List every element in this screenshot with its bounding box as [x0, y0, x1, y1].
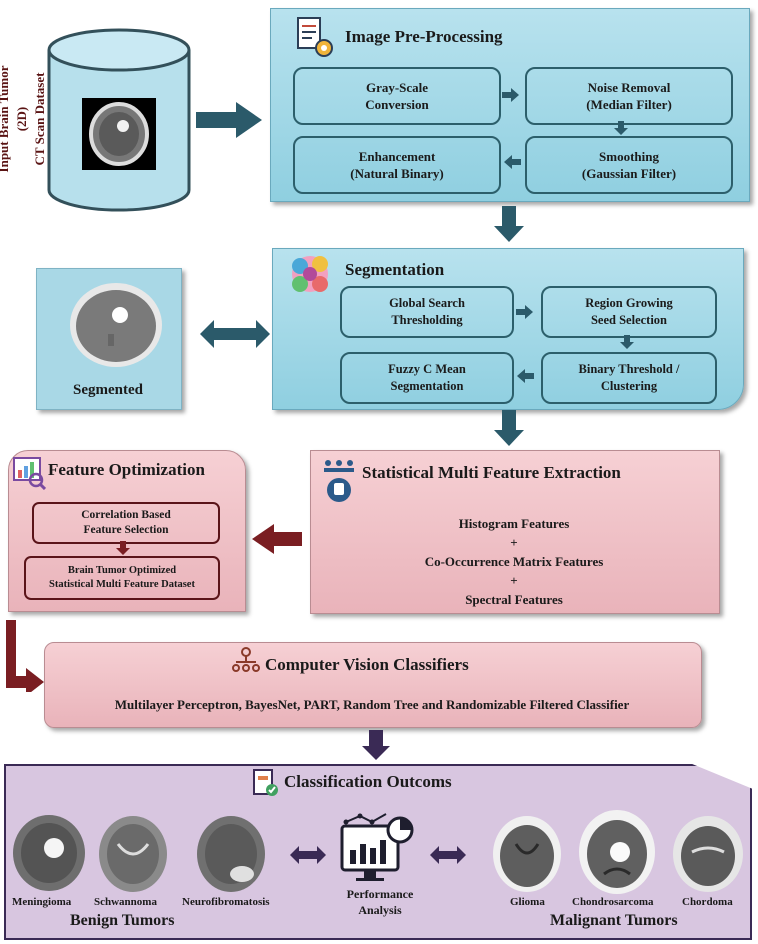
glioma-scan [493, 816, 561, 892]
double-arrow-icon [430, 846, 466, 864]
network-icon [232, 647, 260, 672]
dataset-label: Input Brain Tumor (2D) CT Scan Dataset [0, 65, 47, 173]
preprocessing-title: Image Pre-Processing [345, 27, 503, 46]
benign-name-schwannoma: Schwannoma [94, 896, 157, 908]
report-check-icon [253, 769, 278, 796]
arrow-right-icon [196, 102, 262, 138]
arrow-right-icon [502, 88, 519, 102]
arrow-down-icon [494, 410, 524, 446]
classifiers-title: Computer Vision Classifiers [265, 655, 469, 674]
arrow-left-icon [504, 155, 521, 169]
magnifier-chart-icon [13, 457, 46, 490]
feature-histogram: Histogram Features [458, 516, 570, 531]
segmentation-title: Segmentation [345, 260, 445, 279]
preprocessing-panel [270, 8, 750, 202]
extraction-title: Statistical Multi Feature Extraction [362, 463, 621, 482]
arrow-down-icon [614, 121, 628, 135]
chordoma-scan [673, 816, 743, 892]
extraction-panel [310, 450, 720, 614]
benign-name-meningioma: Meningioma [12, 896, 72, 908]
malignant-label: Malignant Tumors [550, 912, 678, 929]
performance-monitor-icon [340, 813, 414, 881]
arrow-down-icon [620, 335, 634, 349]
arrow-right-icon [516, 305, 533, 319]
meningioma-scan [13, 815, 85, 891]
arrow-left-icon [252, 524, 302, 554]
feature-cooccurrence: Co-Occurrence Matrix Features [424, 554, 604, 569]
preprocessing-step-noise: Noise Removal(Median Filter) [525, 67, 733, 125]
dataset-cylinder [47, 28, 191, 212]
malignant-name-chondrosarcoma: Chondrosarcoma [572, 896, 654, 908]
optimization-panel [8, 450, 246, 612]
malignant-name-chordoma: Chordoma [682, 896, 733, 908]
segmented-label: Segmented [73, 382, 143, 398]
neurofibromatosis-scan [197, 816, 265, 892]
double-arrow-icon [200, 320, 270, 348]
people-hand-icon [324, 460, 354, 502]
outcomes-title: Classification Outcoms [284, 772, 452, 791]
document-gear-icon [297, 17, 333, 57]
feature-spectral: Spectral Features [465, 592, 563, 607]
arrow-down-icon [116, 541, 130, 555]
classifiers-panel [44, 642, 702, 728]
double-arrow-icon [290, 846, 326, 864]
preprocessing-step-smoothing: Smoothing(Gaussian Filter) [525, 136, 733, 194]
schwannoma-scan [99, 816, 167, 892]
arrow-left-icon [517, 369, 534, 383]
arrow-down-icon [494, 206, 524, 242]
optimization-title: Feature Optimization [48, 460, 205, 479]
extraction-features: Histogram Features + Co-Occurrence Matri… [310, 514, 718, 609]
classifiers-list: Multilayer Perceptron, BayesNet, PART, R… [114, 697, 630, 712]
segmented-image [70, 283, 162, 367]
benign-label: Benign Tumors [70, 912, 175, 929]
elbow-arrow-icon [6, 620, 44, 692]
malignant-name-glioma: Glioma [510, 896, 545, 908]
preprocessing-step-enhancement: Enhancement(Natural Binary) [293, 136, 501, 194]
arrow-down-icon [362, 730, 390, 760]
segmentation-step-binary: Binary Threshold /Clustering [541, 352, 717, 404]
brain-icon [292, 256, 328, 292]
benign-name-neurofibromatosis: Neurofibromatosis [182, 896, 270, 908]
chondrosarcoma-scan [579, 810, 655, 894]
